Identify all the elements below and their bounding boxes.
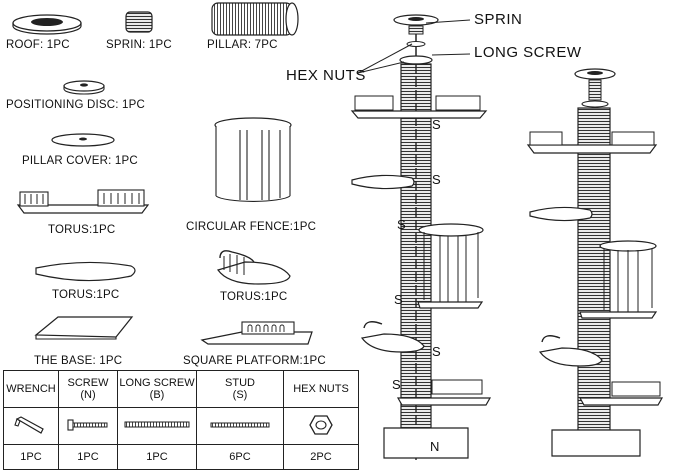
stud-marker: S — [392, 377, 402, 392]
stud-marker: S — [432, 172, 442, 187]
torus-curved-label: TORUS:1PC — [220, 291, 288, 303]
roof-part — [12, 14, 82, 35]
square-platform-label: SQUARE PLATFORM:1PC — [183, 355, 326, 367]
circular-fence-part — [214, 117, 292, 202]
exploded-tower — [350, 14, 492, 460]
torus-fence-part — [16, 189, 150, 214]
circular-fence-label: CIRCULAR FENCE:1PC — [186, 221, 317, 233]
stud-qty: 6PC — [196, 444, 284, 470]
torus-flat-label: TORUS:1PC — [52, 289, 120, 301]
roof-label: ROOF: 1PC — [6, 39, 70, 51]
stud-marker: S — [432, 117, 442, 132]
pillar-cover-part — [51, 133, 115, 147]
stud-marker: S — [397, 217, 407, 232]
screw-icon — [67, 418, 108, 431]
wrench-cell — [3, 407, 59, 445]
sprin-part — [125, 11, 153, 33]
hex-nut-cell — [283, 407, 359, 445]
long-screw-cell — [117, 407, 197, 445]
stud-marker: S — [394, 292, 404, 307]
hardware-header-long-screw: LONG SCREW (B) — [117, 370, 197, 408]
square-platform-part — [200, 321, 313, 345]
final-tower — [526, 68, 664, 457]
base-label: THE BASE: 1PC — [34, 355, 123, 367]
torus-flat-part — [35, 261, 136, 282]
base-part — [34, 316, 134, 340]
long-screw-qty: 1PC — [117, 444, 197, 470]
positioning-disc-part — [63, 80, 105, 95]
hardware-header-hex-nuts: HEX NUTS — [283, 370, 359, 408]
pillar-cover-label: PILLAR COVER: 1PC — [22, 155, 138, 167]
screw-qty: 1PC — [58, 444, 118, 470]
wrench-qty: 1PC — [3, 444, 59, 470]
hardware-header-screw: SCREW (N) — [58, 370, 118, 408]
torus-curved-part — [217, 250, 291, 285]
wrench-icon — [14, 415, 44, 434]
hardware-header-stud: STUD (S) — [196, 370, 284, 408]
screw-marker: N — [430, 439, 440, 454]
hex-nuts-callout: HEX NUTS — [286, 67, 366, 84]
hardware-table: WRENCH SCREW (N) LONG SCREW (B) STUD (S)… — [3, 370, 359, 470]
sprin-label: SPRIN: 1PC — [106, 39, 172, 51]
stud-icon — [210, 422, 270, 427]
hex-nuts-qty: 2PC — [283, 444, 359, 470]
hardware-header-wrench: WRENCH — [3, 370, 59, 408]
long-screw-callout: LONG SCREW — [474, 44, 582, 61]
positioning-disc-label: POSITIONING DISC: 1PC — [6, 99, 146, 111]
pillar-label: PILLAR: 7PC — [207, 39, 278, 51]
torus-fence-label: TORUS:1PC — [48, 224, 116, 236]
long-screw-icon — [124, 421, 190, 427]
pillar-part — [211, 2, 299, 36]
sprin-callout: SPRIN — [474, 11, 523, 28]
stud-cell — [196, 407, 284, 445]
screw-cell — [58, 407, 118, 445]
stud-marker: S — [432, 344, 442, 359]
hex-nut-icon — [309, 414, 333, 435]
